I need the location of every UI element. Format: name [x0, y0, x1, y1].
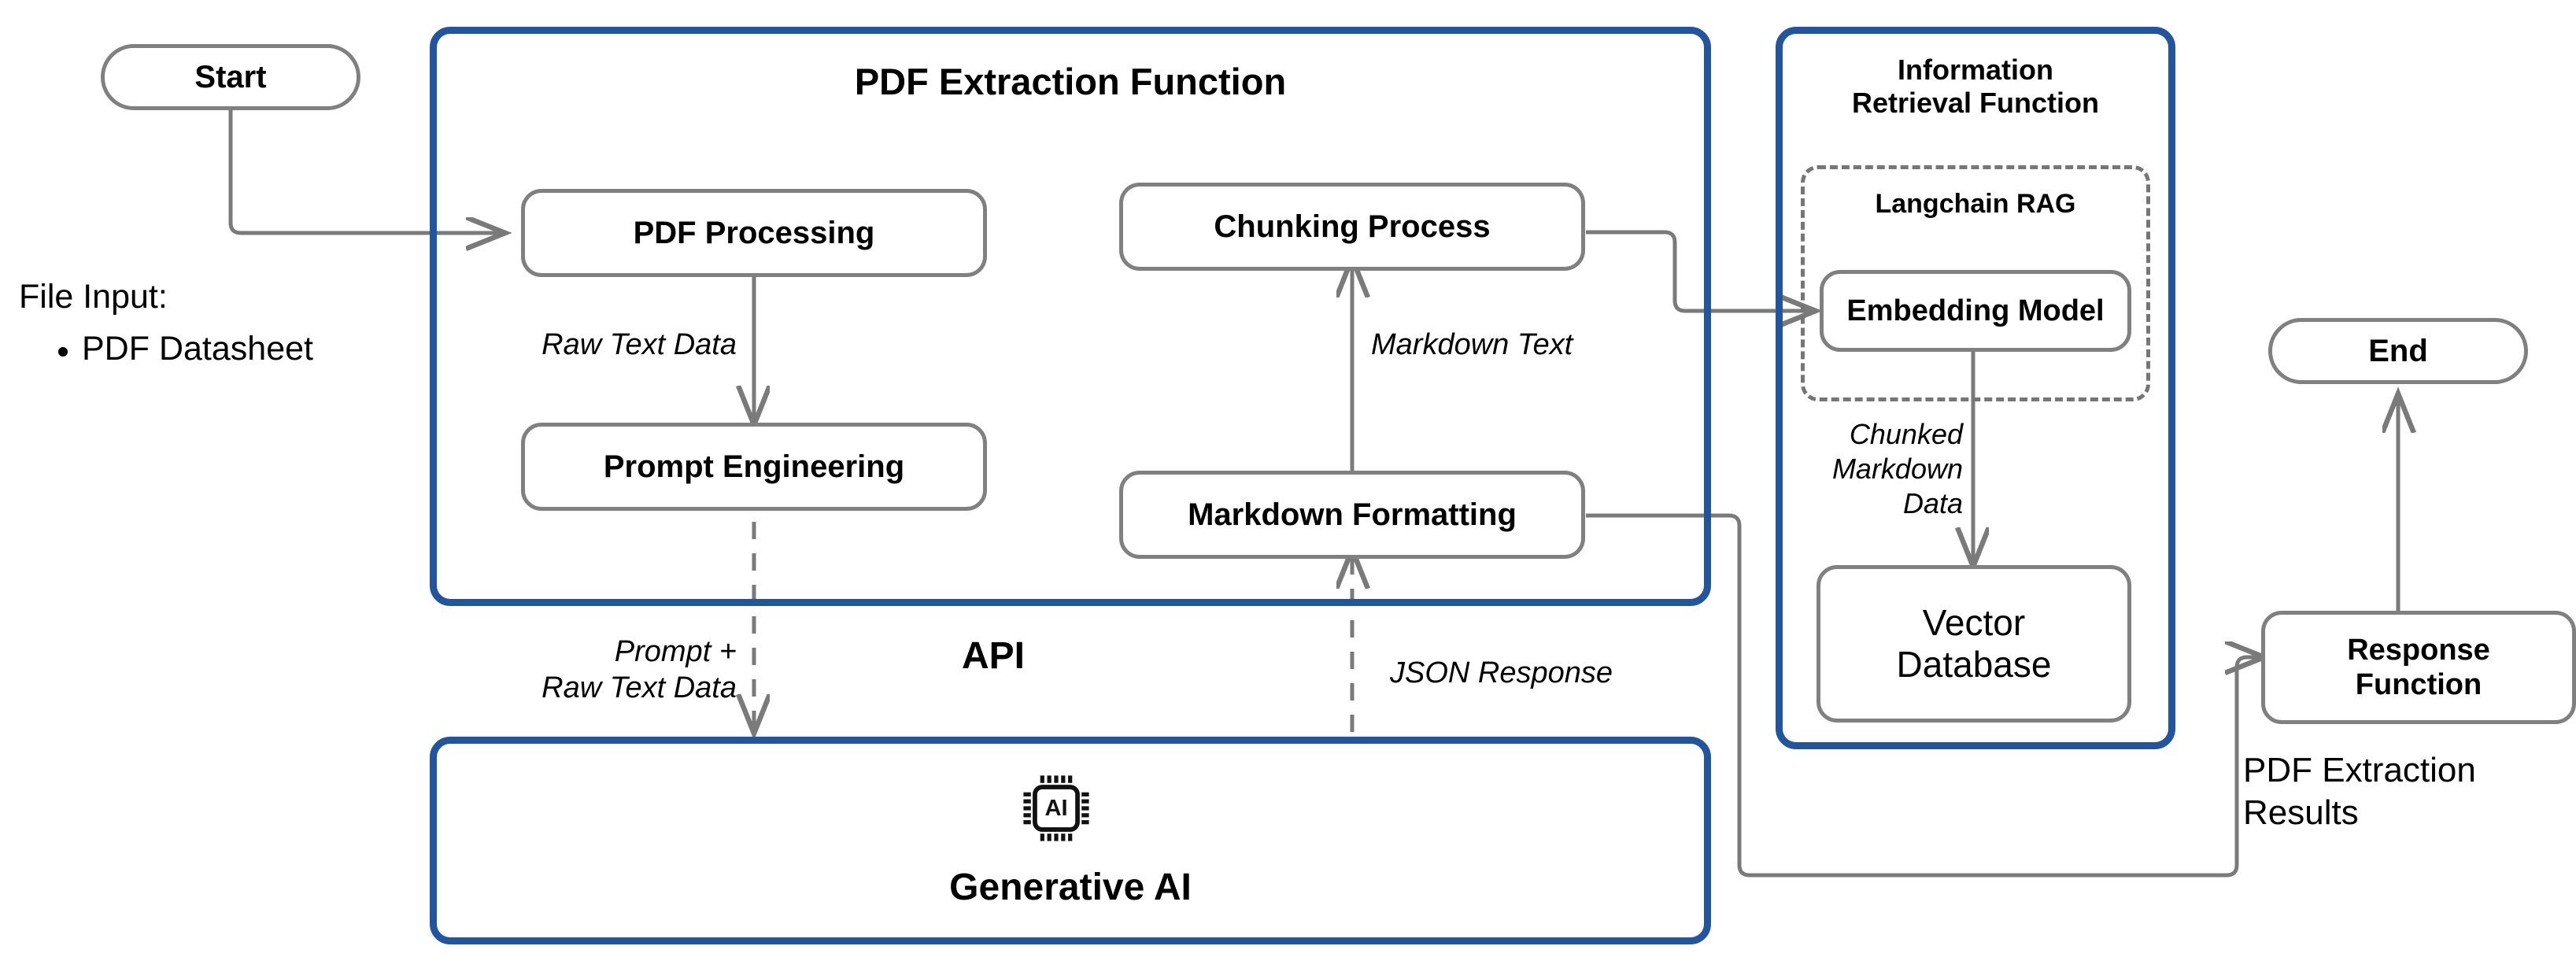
edge-label-json-response: JSON Response — [1390, 656, 1613, 689]
group-pdf-extraction-function-title: PDF Extraction Function — [854, 61, 1287, 102]
group-information-retrieval-function-title: Information Retrieval Function — [1851, 54, 2100, 120]
node-prompt-engineering[interactable]: Prompt Engineering — [521, 423, 987, 511]
file-input-heading: File Input: — [19, 278, 168, 316]
node-markdown-formatting[interactable]: Markdown Formatting — [1119, 471, 1585, 559]
file-input-item: PDF Datasheet — [55, 329, 405, 370]
edge-label-raw-text-data: Raw Text Data — [541, 328, 737, 361]
node-embedding-model[interactable]: Embedding Model — [1820, 270, 2131, 352]
group-langchain-rag — [1801, 165, 2150, 401]
node-chunking-process[interactable]: Chunking Process — [1119, 183, 1585, 271]
ai-chip-icon-text: AI — [1044, 796, 1067, 821]
group-generative-ai — [430, 737, 1711, 944]
group-pdf-extraction-function — [430, 27, 1711, 606]
edge-label-api: API — [961, 635, 1025, 677]
edge-label-chunked-markdown-data: Chunked Markdown Data — [1831, 418, 1963, 519]
edge-label-markdown-text: Markdown Text — [1371, 328, 1573, 361]
terminator-end[interactable]: End — [2268, 318, 2528, 384]
group-information-retrieval-function — [1776, 27, 2175, 749]
ai-chip-icon: AI — [1015, 767, 1097, 849]
file-input-block: File Input: PDF Datasheet — [19, 277, 405, 369]
node-response-function[interactable]: Response Function — [2261, 611, 2576, 724]
terminator-start[interactable]: Start — [101, 44, 360, 110]
node-pdf-processing[interactable]: PDF Processing — [521, 189, 987, 277]
node-vector-database[interactable]: Vector Database — [1817, 565, 2131, 723]
group-generative-ai-title: Generative AI — [949, 867, 1192, 908]
edge-label-pdf-extraction-results: PDF Extraction Results — [2243, 751, 2476, 832]
edge-label-prompt-plus-raw-text-data: Prompt + Raw Text Data — [541, 635, 737, 705]
group-langchain-rag-title: Langchain RAG — [1875, 189, 2076, 219]
